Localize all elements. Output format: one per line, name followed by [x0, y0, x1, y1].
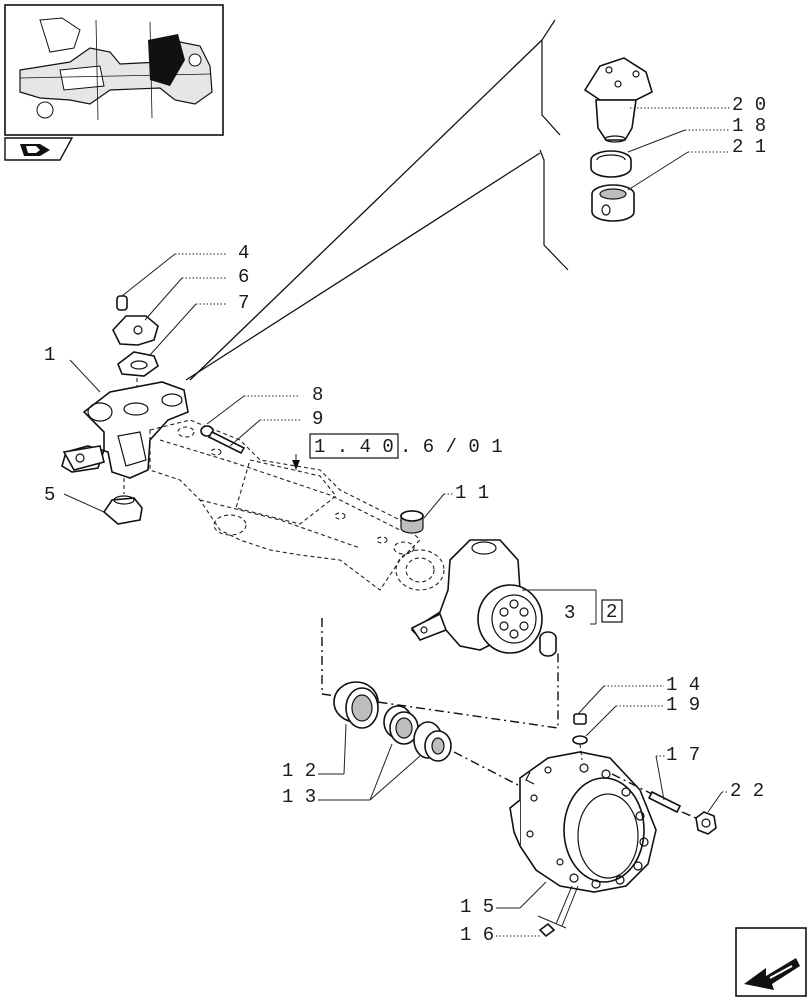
leaders-20-18-21: [627, 107, 730, 191]
callout-2: 2: [606, 601, 617, 623]
part-21-bearing[interactable]: [591, 184, 635, 222]
overview-thumbnail[interactable]: [4, 4, 224, 136]
part-7-shim[interactable]: [117, 351, 159, 377]
part-19-washer[interactable]: [572, 735, 588, 745]
part-12-seal[interactable]: [333, 681, 379, 729]
callout-5: 5: [44, 484, 55, 506]
callout-18: 1 8: [732, 115, 766, 137]
previous-page-arrow-icon[interactable]: [735, 927, 807, 997]
callout-3: 3: [564, 602, 575, 624]
callout-15: 1 5: [460, 896, 494, 918]
part-15-wheel-hub[interactable]: [509, 751, 657, 893]
part-3-bush[interactable]: [539, 631, 557, 657]
part-5-lower-cap[interactable]: [102, 495, 143, 525]
part-8-washer[interactable]: [200, 425, 214, 437]
callout-19: 1 9: [666, 694, 700, 716]
part-6-kingpin-cap[interactable]: [112, 315, 159, 346]
reference-suffix-text: . 6 / 0 1: [400, 436, 503, 458]
detail-break-lines: [185, 19, 569, 381]
part-1-steering-knuckle[interactable]: [61, 381, 189, 479]
callout-20: 2 0: [732, 94, 766, 116]
reference-box[interactable]: 1 . 4 0 . 6 / 0 1: [309, 433, 503, 459]
reference-boxed-text: 1 . 4 0: [314, 436, 394, 458]
axle-housing-ghost: [149, 419, 445, 591]
callout-22: 2 2: [730, 780, 764, 802]
part-13-bearing-cup[interactable]: [383, 705, 419, 745]
part-11-bushing[interactable]: [400, 510, 424, 534]
callout-13: 1 3: [282, 786, 316, 808]
reference-box-2[interactable]: [601, 599, 623, 623]
callout-9: 9: [312, 408, 323, 430]
callout-11: 1 1: [455, 482, 489, 504]
callout-17: 1 7: [666, 744, 700, 766]
callout-21: 2 1: [732, 136, 766, 158]
part-13-bearing-cone[interactable]: [413, 721, 452, 762]
part-14-cap[interactable]: [573, 713, 587, 725]
assembly-bracket: [321, 618, 559, 729]
right-steering-knuckle[interactable]: [410, 539, 543, 654]
part-17-stud[interactable]: [647, 790, 682, 814]
part-22-nut[interactable]: [695, 811, 717, 835]
callout-1: 1: [44, 344, 55, 366]
callout-6: 6: [238, 266, 249, 288]
part-16-pin[interactable]: [538, 922, 556, 938]
part-20-kingpin-cap[interactable]: [583, 57, 653, 143]
callout-4: 4: [238, 242, 249, 264]
callout-12: 1 2: [282, 760, 316, 782]
part-4-grease-nipple[interactable]: [116, 295, 128, 311]
callout-14: 1 4: [666, 674, 700, 696]
callout-8: 8: [312, 384, 323, 406]
callout-16: 1 6: [460, 924, 494, 946]
part-18-seal-ring[interactable]: [590, 150, 632, 178]
book-tab-icon[interactable]: [4, 137, 74, 161]
callout-7: 7: [238, 292, 249, 314]
